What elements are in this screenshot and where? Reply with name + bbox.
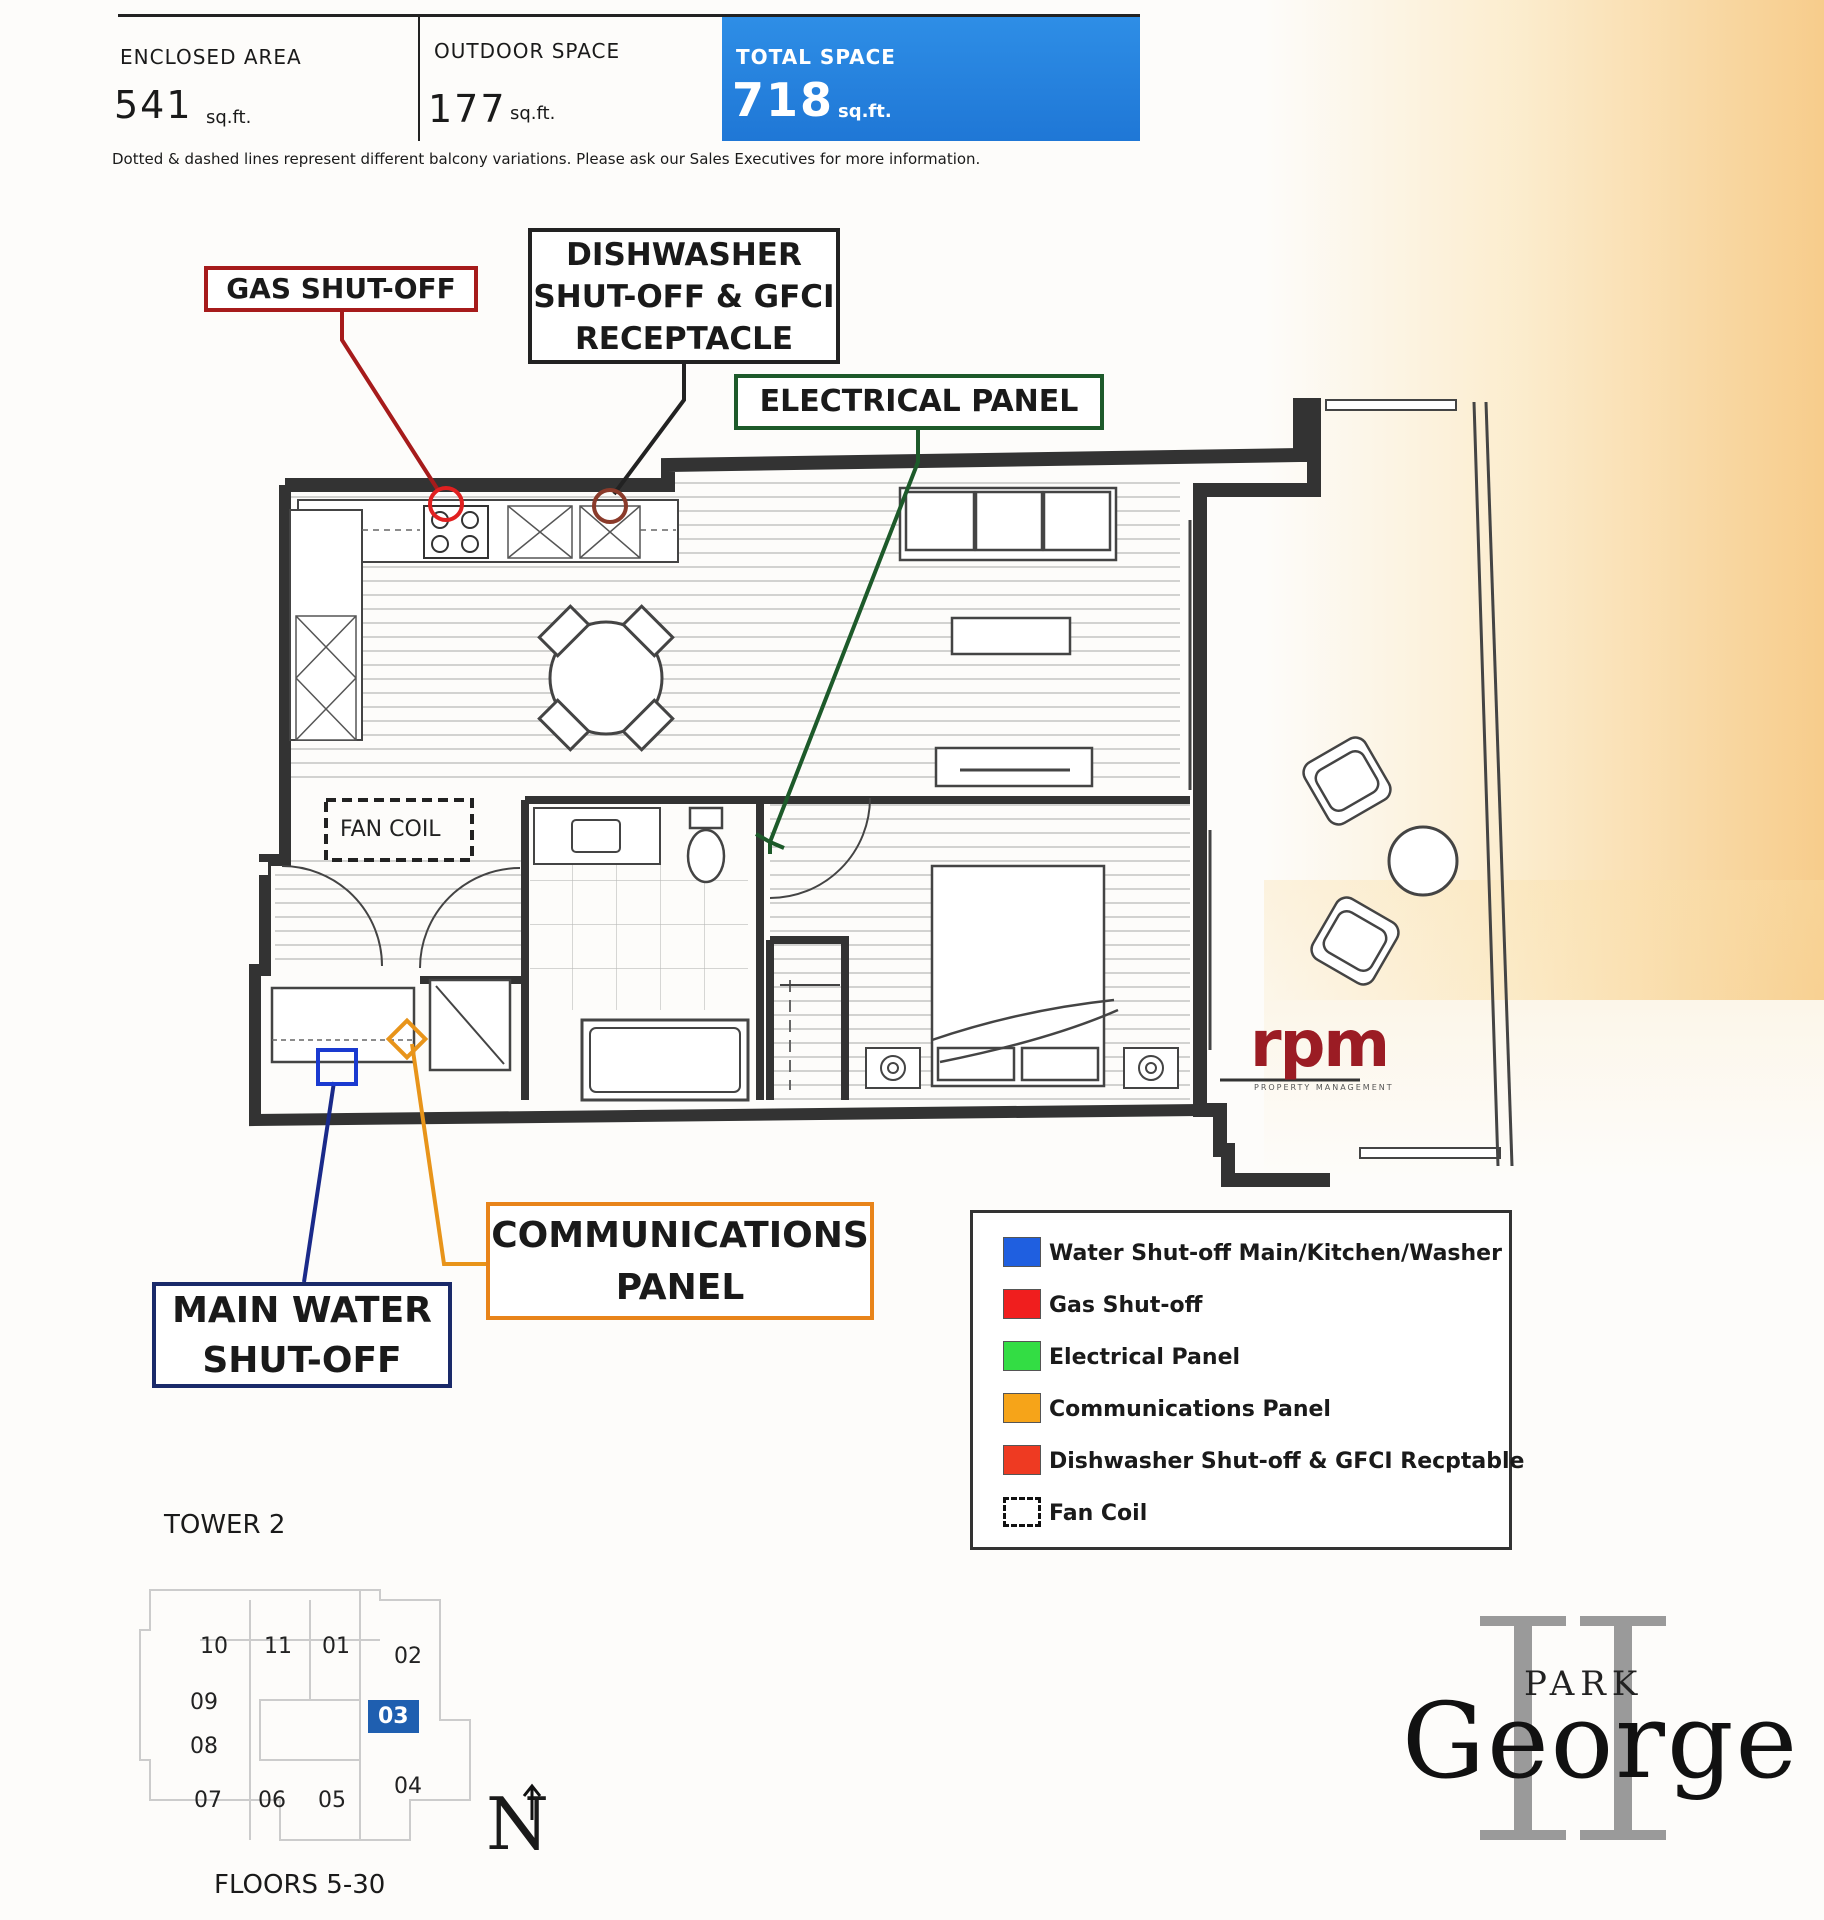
electrical-leader-line: [768, 430, 920, 843]
gas-leader-line: [340, 312, 440, 492]
coffee-table: [950, 616, 1072, 656]
legend-label-communications: Communications Panel: [1049, 1397, 1331, 1422]
dishwasher-callout-line-3: RECEPTACLE: [574, 321, 794, 357]
communications-callout-line-1: COMMUNICATIONS: [491, 1215, 869, 1256]
water-marker: [316, 1048, 358, 1086]
balcony-rail-bottom: [1359, 1147, 1501, 1159]
balcony-edge-b: [1484, 401, 1514, 1167]
dining-table: [548, 620, 664, 736]
rpm-logo: rpm: [1250, 1008, 1390, 1082]
bath-door-swing: [419, 867, 521, 969]
legend-swatch-electrical: [1003, 1341, 1041, 1371]
park-george-ii-emblem: [1480, 1616, 1666, 1840]
tower-label: TOWER 2: [164, 1510, 286, 1540]
communications-marker: [385, 1017, 429, 1061]
communications-leader-line: [410, 1043, 488, 1266]
dishwasher-callout-line-2: SHUT-OFF & GFCI: [533, 279, 835, 315]
logo-george-text: George: [1402, 1680, 1800, 1802]
keyplan-unit-06: 06: [258, 1788, 286, 1813]
dishwasher-x: [507, 505, 573, 559]
bed: [930, 864, 1119, 1088]
gas-shutoff-callout-text: GAS SHUT-OFF: [226, 272, 456, 305]
fridge-x: [295, 615, 357, 741]
keyplan-unit-10: 10: [200, 1634, 228, 1659]
legend-swatch-gas: [1003, 1289, 1041, 1319]
main-water-callout-line-1: MAIN WATER: [172, 1290, 432, 1331]
balcony-edge-a: [1472, 401, 1500, 1167]
enclosed-area-unit: sq.ft.: [206, 107, 252, 128]
legend-label-water: Water Shut-off Main/Kitchen/Washer: [1049, 1241, 1502, 1266]
communications-callout-line-2: PANEL: [615, 1267, 745, 1308]
legend-label-gas: Gas Shut-off: [1049, 1293, 1203, 1318]
bedroom-door-swing: [769, 797, 871, 899]
balcony-rail-top: [1325, 399, 1457, 411]
nightstands: [865, 1047, 1179, 1089]
main-water-callout: MAIN WATER SHUT-OFF: [152, 1282, 452, 1388]
floors-label: FLOORS 5-30: [214, 1870, 386, 1900]
entry-door-swing: [281, 865, 383, 967]
keyplan-unit-11: 11: [264, 1634, 292, 1659]
balcony-chairs: [1302, 736, 1400, 986]
west-wall: [249, 485, 1201, 1127]
logo-park-text: PARK: [1524, 1664, 1644, 1704]
area-summary: ENCLOSED AREA 541 sq.ft. OUTDOOR SPACE 1…: [114, 14, 1140, 141]
balcony-table: [1387, 825, 1459, 897]
exterior-wall: [285, 398, 1330, 1187]
total-space-value: 718: [732, 73, 835, 127]
enclosed-area-value: 541: [114, 83, 193, 127]
enclosed-area-cell: ENCLOSED AREA 541 sq.ft.: [114, 17, 418, 141]
dishwasher-callout: DISHWASHER SHUT-OFF & GFCI RECEPTACLE: [528, 228, 840, 364]
entry-floor: [275, 860, 525, 970]
outdoor-space-label: OUTDOOR SPACE: [434, 39, 621, 63]
page-lighting-glow: [1264, 0, 1824, 1000]
legend-swatch-fan-coil: [1003, 1497, 1041, 1527]
keyplan-unit-08: 08: [190, 1734, 218, 1759]
water-leader-line: [302, 1081, 336, 1283]
gas-marker: [428, 486, 464, 522]
fan-coil-marker: [324, 798, 474, 862]
toilet: [686, 828, 726, 884]
dishwasher-callout-line-1: DISHWASHER: [566, 237, 802, 273]
keyplan-unit-09: 09: [190, 1690, 218, 1715]
keyplan-unit-01: 01: [322, 1634, 350, 1659]
legend: Water Shut-off Main/Kitchen/Washer Gas S…: [970, 1210, 1524, 1550]
electrical-panel-callout: ELECTRICAL PANEL: [734, 374, 1104, 430]
main-water-callout-line-2: SHUT-OFF: [202, 1340, 402, 1381]
legend-swatch-communications: [1003, 1393, 1041, 1423]
rpm-logo-subtitle: PROPERTY MANAGEMENT: [1254, 1083, 1394, 1092]
enclosed-area-label: ENCLOSED AREA: [120, 45, 302, 69]
balcony-variation-note: Dotted & dashed lines represent differen…: [112, 150, 981, 168]
total-space-unit: sq.ft.: [838, 101, 892, 122]
total-space-cell: TOTAL SPACE 718 sq.ft.: [722, 17, 1140, 141]
keyplan-unit-07: 07: [194, 1788, 222, 1813]
dishwasher-marker: [592, 488, 628, 524]
outdoor-space-value: 177: [428, 87, 507, 131]
communications-callout: COMMUNICATIONS PANEL: [486, 1202, 874, 1320]
key-plan: [139, 1589, 471, 1841]
legend-label-fan-coil: Fan Coil: [1049, 1501, 1148, 1526]
dishwasher-leader-line: [612, 364, 686, 496]
outdoor-space-cell: OUTDOOR SPACE 177 sq.ft.: [418, 17, 720, 141]
legend-label-dishwasher: Dishwasher Shut-off & GFCI Recptable: [1049, 1449, 1525, 1474]
sofa: [898, 486, 1118, 562]
electrical-marker: [755, 832, 785, 854]
keyplan-unit-02: 02: [394, 1644, 422, 1669]
tv-console: [934, 746, 1094, 788]
electrical-panel-callout-text: ELECTRICAL PANEL: [759, 384, 1079, 419]
total-space-label: TOTAL SPACE: [736, 45, 896, 69]
kitchen-sink: [579, 505, 641, 559]
keyplan-unit-03-selected: 03: [368, 1700, 419, 1733]
gas-shutoff-callout: GAS SHUT-OFF: [204, 266, 478, 312]
legend-swatch-water: [1003, 1237, 1041, 1267]
north-arrow-icon: [522, 1783, 542, 1820]
outdoor-space-unit: sq.ft.: [510, 103, 556, 124]
legend-label-electrical: Electrical Panel: [1049, 1345, 1241, 1370]
keyplan-unit-05: 05: [318, 1788, 346, 1813]
legend-swatch-dishwasher: [1003, 1445, 1041, 1475]
keyplan-unit-04: 04: [394, 1774, 422, 1799]
fan-coil-label: FAN COIL: [340, 817, 441, 842]
